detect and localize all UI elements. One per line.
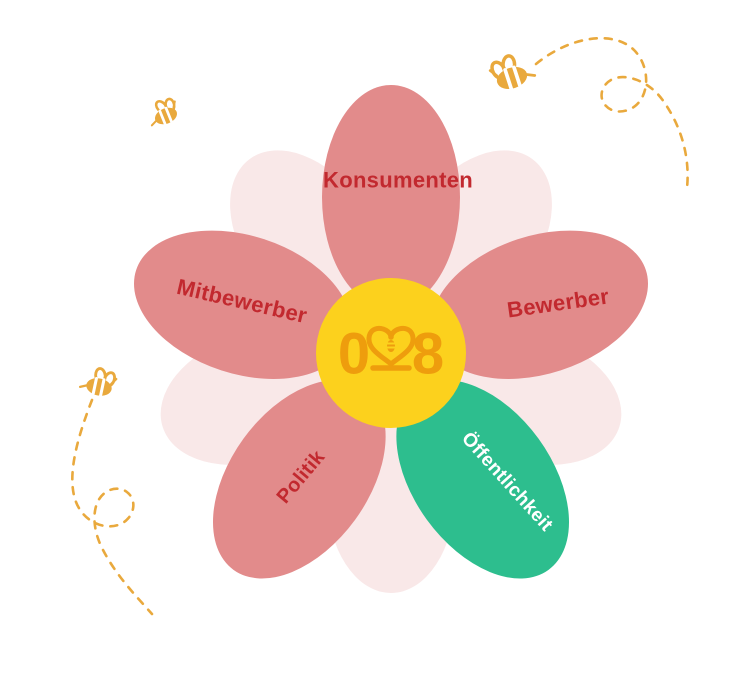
petal-konsumenten	[322, 85, 460, 309]
petal-label-konsumenten: Konsumenten	[323, 168, 473, 193]
bee-bottom-left-icon	[77, 362, 120, 401]
petal-bewerber	[430, 230, 648, 379]
logo-digit-8: 8	[412, 322, 444, 387]
logo-bee-antenna	[386, 329, 391, 336]
flower-center-circle	[316, 278, 466, 428]
bee-icon	[142, 93, 183, 131]
logo-bee-icon	[386, 329, 396, 352]
petals	[134, 85, 648, 579]
logo-028: 0 8	[338, 322, 444, 387]
heart-icon	[366, 325, 416, 367]
logo-digit-0: 0	[338, 322, 370, 387]
flight-path-bottom-left	[71, 398, 154, 616]
petal-oeffentlichkeit	[396, 379, 570, 579]
flower: 0 8	[134, 85, 648, 593]
bee-top-right-icon	[485, 46, 539, 96]
bee-icon	[485, 46, 539, 96]
petal-politik	[212, 379, 386, 579]
flight-path-top-right	[534, 37, 689, 190]
petal-mitbewerber	[134, 230, 352, 379]
logo-bee-body	[387, 340, 395, 352]
bee-icon	[77, 362, 120, 401]
bee-mid-left-icon	[142, 93, 183, 131]
logo-bee-antenna	[391, 329, 396, 336]
